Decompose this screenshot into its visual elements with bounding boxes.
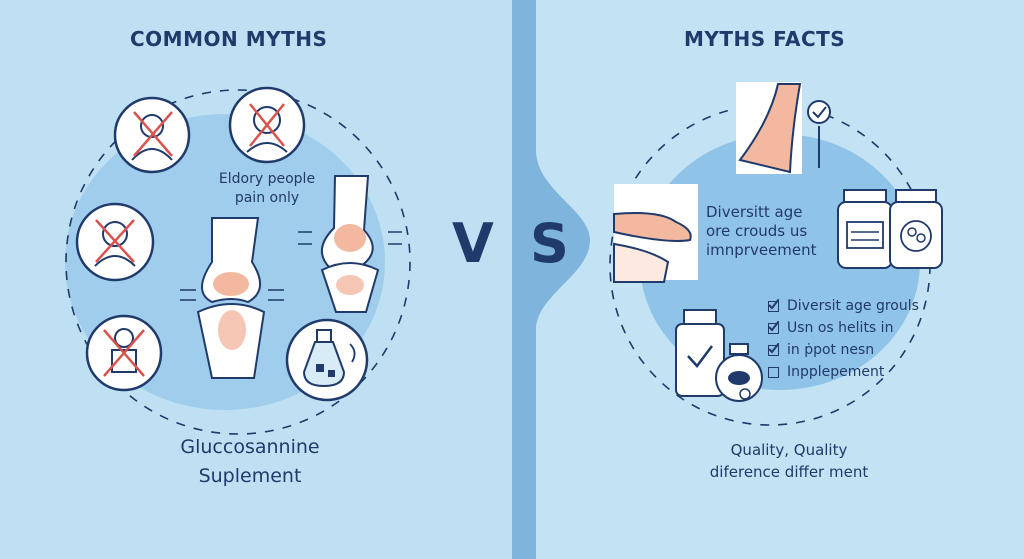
myth-label-line1: Eldory people — [218, 171, 316, 187]
checklist-item: Inpplepement — [768, 361, 919, 383]
pill-bottle-icon — [675, 309, 725, 397]
knee-joint-icon — [736, 82, 802, 174]
myths-heading: COMMON MYTHS — [130, 27, 328, 51]
myth-label: Eldory people pain only — [212, 170, 322, 208]
supplement-bottle-icon — [285, 318, 369, 402]
pill-bottle-icon — [715, 343, 763, 402]
fact-checklist: Diversit age grouls Usn os helits in in … — [768, 295, 919, 383]
fact-label-line1: Diversitt age — [706, 203, 803, 221]
quality-line2: diference differ ment — [709, 463, 869, 481]
checklist-item: Diversit age grouls — [768, 295, 919, 317]
pill-bottle-icon — [889, 189, 943, 269]
fact-label: Diversitt age ore crouds us imnprveement — [706, 203, 836, 260]
facts-heading: MYTHS FACTS — [684, 27, 846, 51]
checklist-label: Usn os helits in — [787, 320, 894, 336]
supplement-line1: Gluccosannine — [180, 436, 320, 458]
checklist-item: Usn os helits in — [768, 317, 919, 339]
checklist-item: in ṗpot nesn — [768, 339, 919, 361]
no-woman-icon — [75, 202, 155, 282]
checkbox-checked-icon — [768, 342, 779, 356]
knee-joint-icon — [298, 175, 402, 313]
quality-line1: Quality, Quality — [730, 441, 848, 459]
fact-label-line2: ore crouds us — [706, 222, 808, 240]
no-elderly-icon — [113, 96, 191, 174]
supplement-line2: Suplement — [198, 465, 302, 487]
knee-joint-icon — [180, 217, 284, 379]
checkbox-checked-icon — [768, 320, 779, 334]
checkbox-checked-icon — [768, 298, 779, 312]
checklist-label: Diversit age grouls — [787, 298, 919, 314]
supplement-caption: Gluccosannine Suplement — [150, 433, 350, 491]
knee-joint-icon — [613, 184, 698, 283]
no-person-icon — [85, 314, 163, 392]
quality-caption: Quality, Quality diference differ ment — [694, 439, 884, 483]
fact-label-line3: imnprveement — [706, 241, 817, 259]
no-man-icon — [228, 86, 306, 164]
checkbox-empty-icon — [768, 366, 779, 378]
vs-letter-s: S — [530, 212, 569, 275]
myth-label-line2: pain only — [234, 190, 300, 206]
pill-bottle-icon — [837, 189, 893, 269]
checklist-label: Inpplepement — [787, 364, 885, 380]
checklist-label: in ṗpot nesn — [787, 342, 875, 358]
vs-letter-v: V — [452, 212, 494, 275]
check-icon — [807, 100, 831, 168]
